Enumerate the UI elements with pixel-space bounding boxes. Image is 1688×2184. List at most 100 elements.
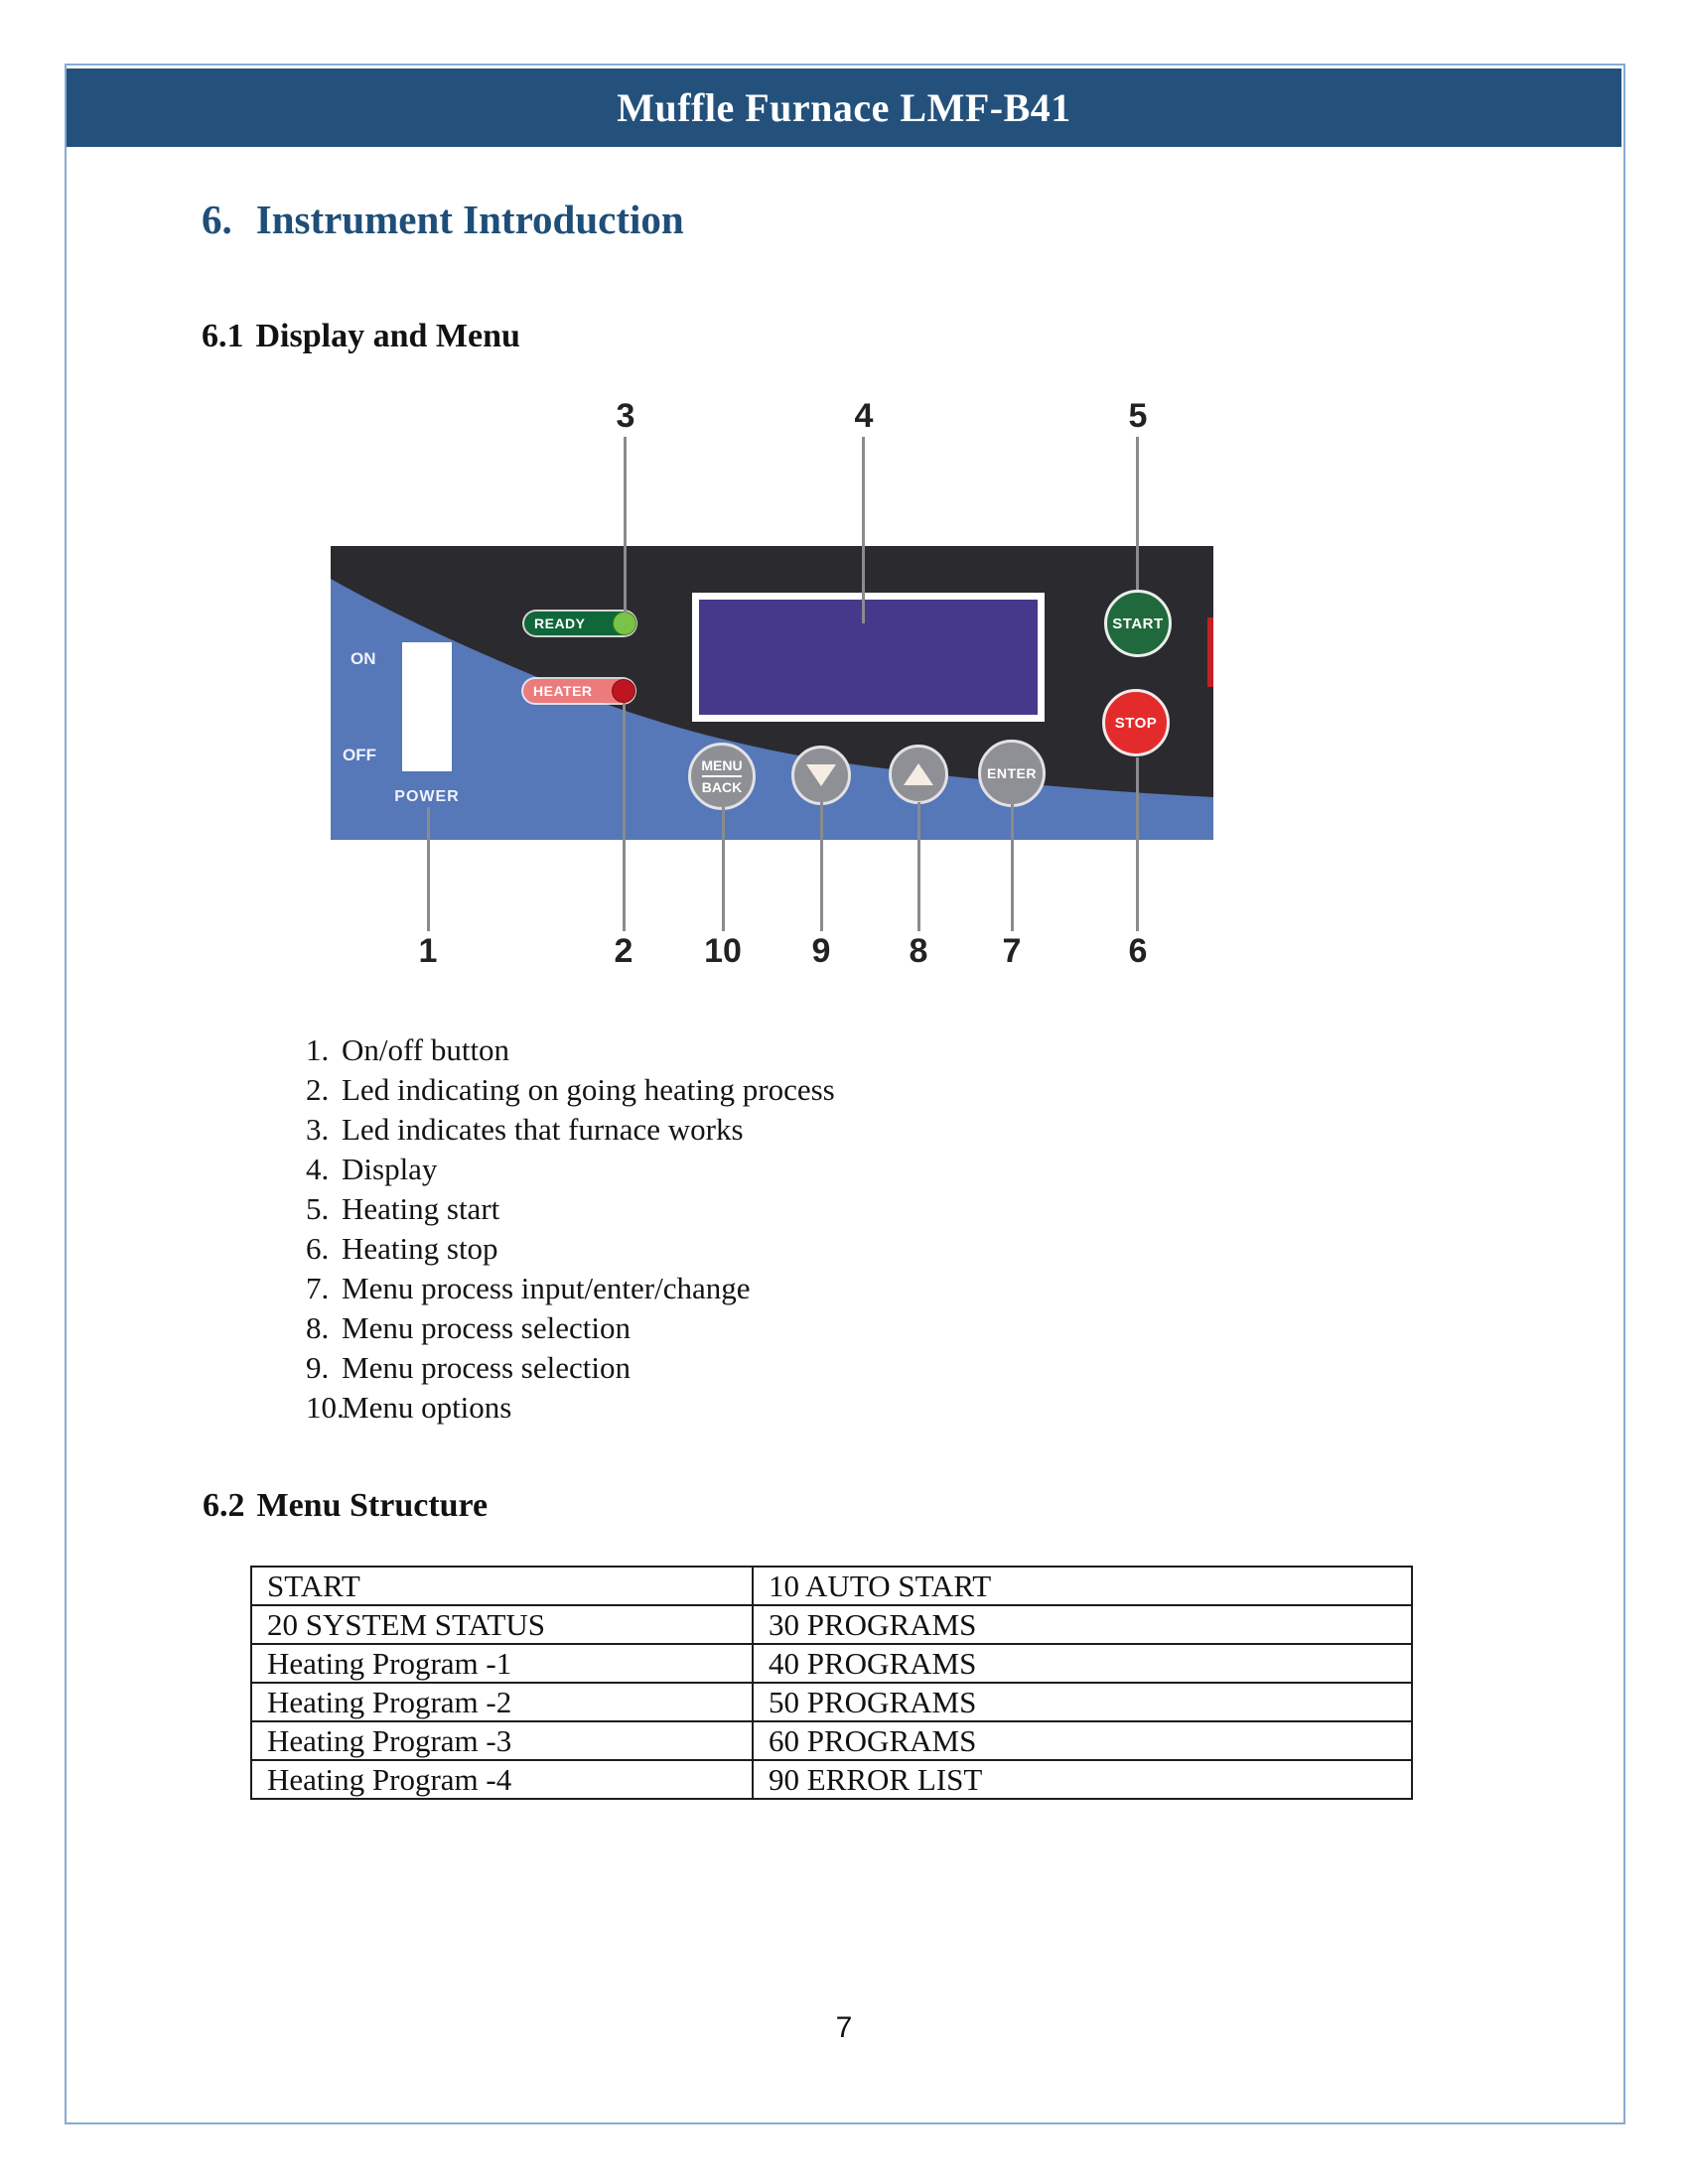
table-cell: 50 PROGRAMS [752,1682,1413,1722]
list-item: 7. Menu process input/enter/change [306,1269,835,1308]
callout-line-3 [624,437,627,613]
power-off-label: OFF [343,746,376,764]
list-text: Menu process selection [342,1350,631,1385]
menu-back-button-top-label: MENU [701,756,743,773]
list-text: Heating start [342,1191,500,1226]
callout-line-4 [862,437,865,623]
callout-number-4: 4 [854,397,874,435]
arrow-down-button [791,746,851,805]
page-number: 7 [835,2011,853,2044]
list-text: Heating stop [342,1231,498,1266]
list-item: 1. On/off button [306,1030,835,1070]
callout-number-2: 2 [614,932,633,970]
subsection-number: 6.1 [202,318,244,354]
page-title: Muffle Furnace LMF-B41 [617,85,1071,130]
list-text: Menu options [342,1390,512,1425]
callout-line-6 [1136,757,1139,931]
list-marker: 6. [306,1231,330,1266]
figure-legend-list: 1. On/off button 2. Led indicating on goin… [306,1030,835,1428]
table-cell: 90 ERROR LIST [752,1759,1413,1800]
section-number: 6. [202,197,232,242]
callout-line-5 [1136,437,1139,590]
power-on-label: ON [351,649,376,668]
table-cell: Heating Program -3 [250,1720,754,1761]
table-cell: 40 PROGRAMS [752,1643,1413,1684]
callout-number-10: 10 [704,932,742,970]
list-text: Led indicating on going heating process [342,1072,835,1107]
table-cell: Heating Program -4 [250,1759,754,1800]
display-frame [692,593,1045,722]
table-row: Heating Program -3 60 PROGRAMS [250,1720,1413,1761]
table-cell: 60 PROGRAMS [752,1720,1413,1761]
list-text: Menu process input/enter/change [342,1271,751,1305]
subsection-title: Display and Menu [255,318,520,354]
callout-number-6: 6 [1128,932,1148,970]
ready-led-icon [613,612,636,635]
menu-back-button-bottom-label: BACK [701,779,743,795]
list-item: 6. Heating stop [306,1229,835,1269]
table-cell: 30 PROGRAMS [752,1604,1413,1645]
subsection-heading-display-and-menu: 6.1 Display and Menu [202,318,520,355]
table-cell: Heating Program -2 [250,1682,754,1722]
table-cell: 20 SYSTEM STATUS [250,1604,754,1645]
callout-line-1 [427,807,430,931]
power-switch [402,642,452,771]
callout-line-7 [1011,804,1014,931]
table-cell: START [250,1566,754,1606]
callout-number-5: 5 [1128,397,1148,435]
callout-number-3: 3 [616,397,635,435]
callout-number-7: 7 [1002,932,1022,970]
menu-back-button: MENU BACK [688,743,756,810]
header-bar: Muffle Furnace LMF-B41 [67,68,1621,147]
table-row: START 10 AUTO START [250,1566,1413,1606]
heater-indicator-label: HEATER [533,683,593,699]
panel-blue-area [331,579,1213,840]
enter-button: ENTER [978,740,1046,807]
callout-line-2 [623,703,626,931]
list-item: 8.Menu process selection [306,1308,835,1348]
callout-number-8: 8 [909,932,928,970]
section-title: Instrument Introduction [255,197,684,242]
table-row: 20 SYSTEM STATUS 30 PROGRAMS [250,1604,1413,1645]
callout-line-10 [722,807,725,931]
list-item: 2. Led indicating on going heating proces… [306,1070,835,1110]
callout-line-9 [820,802,823,931]
list-marker: 10. [306,1390,345,1425]
list-marker: 8. [306,1310,330,1345]
panel-edge-red-stripe [1207,617,1213,687]
list-marker: 9. [306,1350,330,1385]
callout-number-9: 9 [811,932,831,970]
list-text: On/off button [342,1032,510,1067]
callout-line-8 [917,802,920,931]
list-item: 3. Led indicates that furnace works [306,1110,835,1150]
up-arrow-icon [904,763,933,785]
list-marker: 1. [306,1032,330,1067]
list-marker: 2. [306,1072,330,1107]
table-row: Heating Program -2 50 PROGRAMS [250,1682,1413,1722]
power-label: POWER [394,788,460,805]
list-item: 4.Display [306,1150,835,1189]
menu-structure-table: START 10 AUTO START 20 SYSTEM STATUS 30 … [250,1566,1413,1800]
table-cell: 10 AUTO START [752,1566,1413,1606]
list-text: Display [342,1152,438,1186]
control-panel-illustration: ON OFF POWER READY HEATER START STOP MEN… [331,546,1213,840]
menu-back-divider [702,775,742,777]
table-row: Heating Program -4 90 ERROR LIST [250,1759,1413,1800]
list-marker: 3. [306,1112,330,1147]
page-border [65,64,1625,2124]
list-text: Led indicates that furnace works [342,1112,744,1147]
list-marker: 5. [306,1191,330,1226]
ready-indicator: READY [524,612,636,635]
table-row: Heating Program -1 40 PROGRAMS [250,1643,1413,1684]
down-arrow-icon [806,764,836,786]
list-item: 9. Menu process selection [306,1348,835,1388]
list-marker: 7. [306,1271,330,1305]
stop-button: STOP [1102,689,1170,756]
table-cell: Heating Program -1 [250,1643,754,1684]
section-heading-instrument-introduction: 6. Instrument Introduction [202,196,684,243]
subsection-number: 6.2 [203,1487,245,1524]
heater-led-icon [612,679,635,703]
list-item: 10.Menu options [306,1388,835,1428]
